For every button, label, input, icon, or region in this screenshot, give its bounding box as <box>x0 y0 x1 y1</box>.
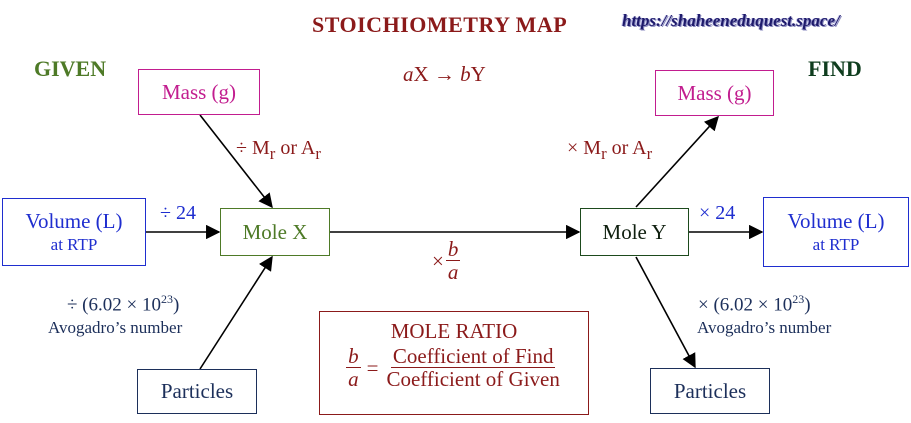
reaction-reactant: X <box>413 62 429 86</box>
given-volume-sub: at RTP <box>50 235 98 255</box>
source-url: https://shaheeneduquest.space/ <box>622 11 840 30</box>
label-multiply-mid: or A <box>606 137 647 159</box>
arrow-mole-y-to-particles <box>635 256 696 369</box>
label-divide-mid: or A <box>275 137 316 159</box>
find-mass-box: Mass (g) <box>655 70 774 116</box>
given-particles-box: Particles <box>137 369 257 414</box>
label-multiply-sub1: r <box>601 144 607 163</box>
mole-ratio-heading: MOLE RATIO <box>390 319 518 343</box>
label-multiply-avogadro: × (6.02 × 1023) <box>698 292 811 316</box>
mole-ratio-coef-given: Coefficient of Given <box>386 367 560 392</box>
label-multiply-24: × 24 <box>699 202 736 224</box>
label-multiply-op: × M <box>567 137 602 159</box>
label-divide-avogadro-pre: ÷ (6.02 × 10 <box>67 294 161 316</box>
mole-ratio-box: MOLE RATIO b a = Coefficient of Find Coe… <box>319 311 589 415</box>
label-multiply-avogadro-pre: × (6.02 × 10 <box>698 294 793 316</box>
label-avogadro-number-find: Avogadro’s number <box>697 318 832 337</box>
ratio-mult-sign: × <box>432 248 444 273</box>
label-divide-avogadro-post: ) <box>172 294 180 316</box>
label-divide-op: ÷ M <box>236 137 270 159</box>
reaction-coef-b: b <box>460 62 471 86</box>
mole-ratio-den: a <box>348 367 359 392</box>
label-multiply-sub2: r <box>646 144 653 163</box>
find-label: FIND <box>808 56 862 81</box>
arrow-particles-to-mole-x <box>199 255 273 370</box>
label-multiply-molar-mass: × Mr or Ar <box>567 137 652 164</box>
reaction-product: Y <box>470 62 486 86</box>
mole-ratio-equals: = <box>366 355 379 380</box>
given-label: GIVEN <box>34 56 107 81</box>
mole-ratio-coef-find: Coefficient of Find <box>390 344 556 369</box>
reaction-arrow: → <box>433 62 455 86</box>
given-mass-box: Mass (g) <box>138 69 260 115</box>
find-volume-box: Volume (L) at RTP <box>763 197 909 267</box>
given-volume-box: Volume (L) at RTP <box>2 198 146 266</box>
mole-y-box: Mole Y <box>580 208 689 256</box>
find-volume-label: Volume (L) <box>787 209 885 234</box>
label-divide-avogadro-exp: 23 <box>160 292 173 306</box>
arrow-mass-to-mole-x <box>199 114 273 209</box>
label-avogadro-number-given: Avogadro’s number <box>48 318 183 337</box>
reaction-equation: aX → bY <box>403 62 486 87</box>
mole-ratio-num: b <box>346 344 361 369</box>
ratio-mult-num: b <box>445 237 461 262</box>
find-volume-sub: at RTP <box>812 235 860 255</box>
reaction-coef-a: a <box>403 62 414 86</box>
label-divide-avogadro: ÷ (6.02 × 1023) <box>67 292 179 316</box>
label-multiply-avogadro-post: ) <box>804 294 811 316</box>
label-multiply-avogadro-exp: 23 <box>792 292 805 306</box>
diagram-title: STOICHIOMETRY MAP <box>312 12 568 37</box>
label-divide-24: ÷ 24 <box>160 202 196 224</box>
given-volume-label: Volume (L) <box>25 209 123 234</box>
mole-x-box: Mole X <box>220 208 330 256</box>
label-divide-sub1: r <box>269 144 276 163</box>
label-divide-molar-mass: ÷ Mr or Ar <box>236 137 321 164</box>
label-divide-sub2: r <box>315 144 321 163</box>
arrow-mole-y-to-mass <box>635 115 719 208</box>
ratio-mult-den: a <box>447 260 459 285</box>
label-ratio-multiplier: × b a <box>432 237 461 285</box>
find-particles-box: Particles <box>650 368 770 414</box>
